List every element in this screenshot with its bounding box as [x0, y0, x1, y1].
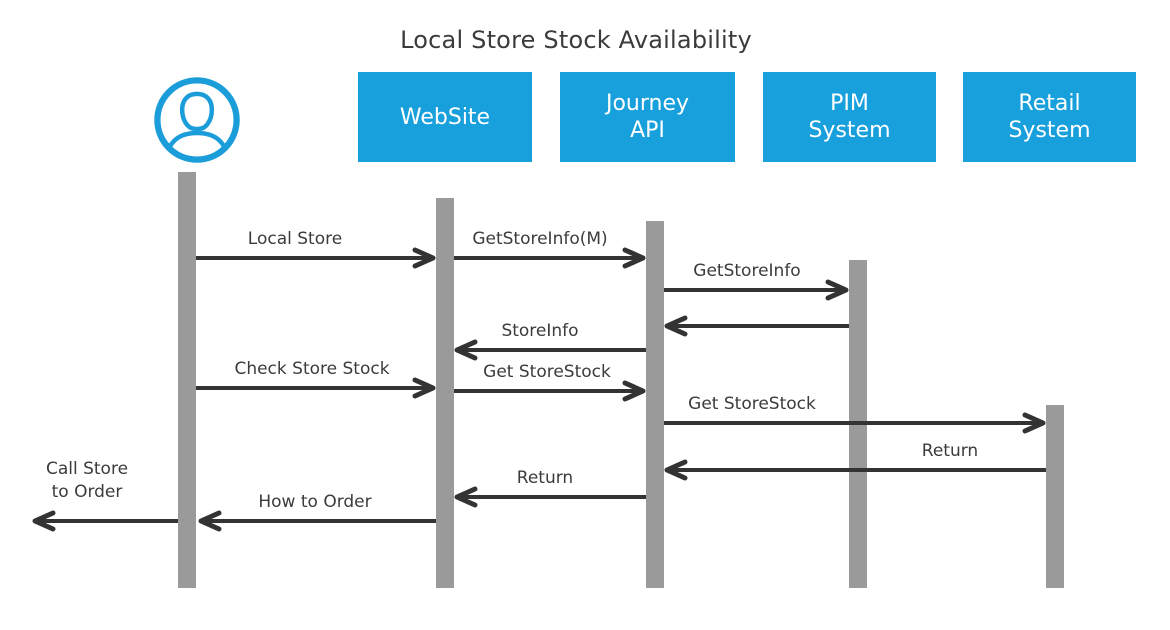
- message-arrow-call-store-to-order: [32, 510, 178, 532]
- message-label-return-from-retail: Return: [922, 440, 978, 463]
- message-label-line: How to Order: [258, 492, 372, 512]
- message-label-get-store-info: GetStoreInfo: [693, 260, 800, 283]
- actor-label-line: System: [1008, 118, 1091, 143]
- message-label-line: Check Store Stock: [234, 359, 390, 379]
- message-label-line: to Order: [51, 482, 123, 502]
- actor-label-line: API: [630, 118, 665, 143]
- message-label-get-store-stock-1: Get StoreStock: [483, 361, 611, 384]
- message-label-line: Local Store: [247, 229, 343, 249]
- message-label-check-store-stock: Check Store Stock: [234, 358, 389, 381]
- message-arrow-get-store-stock-1: [454, 380, 646, 402]
- message-arrow-get-store-stock-2: [664, 412, 1046, 434]
- message-label-line: Return: [921, 441, 979, 461]
- actor-label-line: WebSite: [399, 104, 491, 130]
- message-label-line: Return: [516, 468, 574, 488]
- message-label-get-store-stock-2: Get StoreStock: [688, 393, 816, 416]
- message-label-local-store: Local Store: [248, 228, 342, 251]
- lifeline-journey: [646, 221, 664, 588]
- message-label-return-from-journey: Return: [517, 467, 573, 490]
- message-label-call-store-to-order: Call Store to Order: [46, 458, 128, 504]
- message-label-line: GetStoreInfo(M): [472, 229, 608, 249]
- message-label-get-store-info-m: GetStoreInfo(M): [472, 228, 607, 251]
- person-icon: [154, 77, 240, 163]
- message-label-store-info: StoreInfo: [501, 320, 578, 343]
- actor-label-line: PIM: [830, 91, 869, 116]
- message-label-line: GetStoreInfo: [693, 261, 801, 281]
- message-arrow-get-store-info: [664, 279, 849, 301]
- lifeline-website: [436, 198, 454, 588]
- message-arrow-get-store-info-m: [454, 247, 646, 269]
- lifeline-user: [178, 172, 196, 588]
- message-label-line: Call Store: [45, 459, 129, 479]
- message-arrow-local-store: [196, 247, 436, 269]
- diagram-title: Local Store Stock Availability: [400, 26, 752, 54]
- message-arrow-store-info-reply: [664, 315, 849, 337]
- message-label-line: StoreInfo: [501, 321, 579, 341]
- actor-label-line: Retail: [1018, 91, 1081, 116]
- message-arrow-store-info: [454, 339, 646, 361]
- message-arrow-return-from-retail: [664, 459, 1046, 481]
- message-arrow-return-from-journey: [454, 486, 646, 508]
- actor-box-website: WebSite: [358, 72, 532, 162]
- actor-label-line: System: [808, 118, 891, 143]
- message-arrow-check-store-stock: [196, 377, 436, 399]
- message-label-line: Get StoreStock: [688, 394, 816, 414]
- message-label-how-to-order: How to Order: [258, 491, 371, 514]
- actor-label-line: Journey: [605, 91, 690, 116]
- message-arrow-how-to-order: [198, 510, 436, 532]
- message-label-line: Get StoreStock: [483, 362, 611, 382]
- lifeline-retail: [1046, 405, 1064, 588]
